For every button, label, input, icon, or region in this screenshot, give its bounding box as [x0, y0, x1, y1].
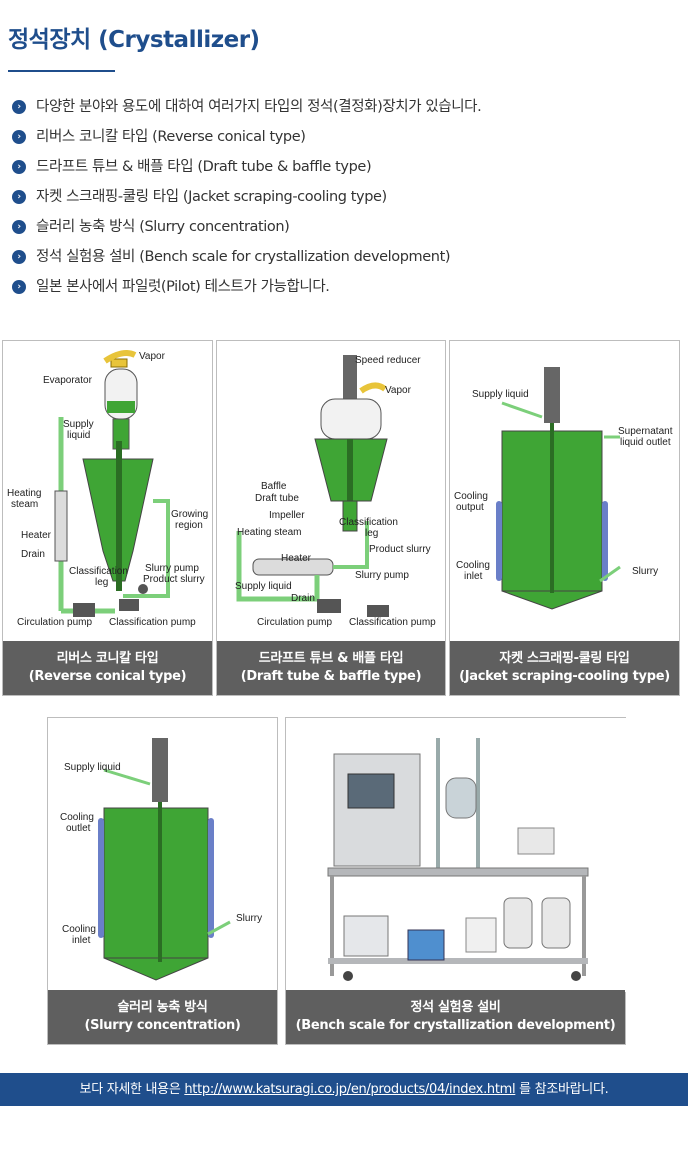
label-vapor: Vapor [385, 385, 412, 396]
label-product-slurry: Product slurry [369, 544, 431, 555]
card-caption: 슬러리 농축 방식 (Slurry concentration) [48, 990, 277, 1044]
label-draft-tube: Draft tube [255, 493, 299, 504]
list-item: ›다양한 분야와 용도에 대하여 여러가지 타입의 정석(결정화)장치가 있습니… [12, 96, 482, 126]
card-caption: 자켓 스크래핑-쿨링 타입 (Jacket scraping-cooling t… [450, 641, 679, 695]
card-slurry-concentration: Supply liquid Cooling outlet Cooling inl… [47, 717, 278, 1045]
label-cooling-outlet: Cooling [60, 812, 94, 823]
chevron-right-circle-icon: › [12, 190, 26, 204]
label-inlet: inlet [464, 571, 483, 582]
label-classification: Classification [339, 517, 398, 528]
label-product-slurry: Product slurry [143, 574, 205, 585]
label-cooling-inlet: Cooling [456, 560, 490, 571]
label-liquid: liquid [67, 430, 90, 441]
label-output: output [456, 502, 484, 513]
list-item: ›일본 본사에서 파일럿(Pilot) 테스트가 가능합니다. [12, 276, 481, 306]
chevron-right-circle-icon: › [12, 280, 26, 294]
label-classification-pump: Classification pump [109, 617, 196, 628]
label-circulation-pump: Circulation pump [17, 617, 92, 628]
title-underline [8, 70, 115, 72]
label-drain: Drain [291, 593, 315, 604]
label-growing: Growing [171, 509, 208, 520]
card-caption: 리버스 코니칼 타입 (Reverse conical type) [3, 641, 212, 695]
page-title: 정석장치 (Crystallizer) [8, 27, 260, 53]
card-bench-scale: 정석 실험용 설비 (Bench scale for crystallizati… [285, 717, 627, 1045]
jacket-scraping-cooling-diagram: Supply liquid Supernatant liquid outlet … [454, 367, 673, 610]
label-cooling-output: Cooling [454, 491, 488, 502]
label-heater: Heater [21, 530, 52, 541]
label-classification-pump: Classification pump [349, 617, 436, 628]
card-reverse-conical: Vapor Evaporator Supply liquid Heating s… [2, 340, 213, 696]
label-slurry-pump: Slurry pump [355, 570, 409, 581]
label-circulation-pump: Circulation pump [257, 617, 332, 628]
label-heater: Heater [281, 553, 312, 564]
label-slurry-pump: Slurry pump [145, 563, 199, 574]
label-impeller: Impeller [269, 510, 305, 521]
card-jacket-scraping-cooling: Supply liquid Supernatant liquid outlet … [449, 340, 680, 696]
label-supernatant: Supernatant [618, 426, 673, 437]
chevron-right-circle-icon: › [12, 160, 26, 174]
reverse-conical-diagram: Vapor Evaporator Supply liquid Heating s… [7, 350, 208, 628]
label-supply-liquid: Supply liquid [64, 762, 121, 773]
chevron-right-circle-icon: › [12, 220, 26, 234]
chevron-right-circle-icon: › [12, 100, 26, 114]
list-item: ›드라프트 튜브 & 배플 타입 (Draft tube & baffle ty… [12, 156, 481, 186]
label-leg: leg [365, 528, 378, 539]
label-region: region [175, 520, 203, 531]
label-supply-liquid: Supply liquid [472, 389, 529, 400]
label-heating-steam: Heating steam [237, 527, 301, 538]
label-slurry: Slurry [236, 913, 262, 924]
list-item: ›리버스 코니칼 타입 (Reverse conical type) [12, 126, 481, 156]
label-slurry: Slurry [632, 566, 658, 577]
label-drain: Drain [21, 549, 45, 560]
label-inlet: inlet [72, 935, 91, 946]
chevron-right-circle-icon: › [12, 130, 26, 144]
card-draft-tube-baffle: Speed reducer Vapor Baffle Draft tube Im… [216, 340, 446, 696]
label-vapor: Vapor [139, 351, 166, 362]
label-steam: steam [11, 499, 38, 510]
chevron-right-circle-icon: › [12, 250, 26, 264]
draft-tube-baffle-diagram: Speed reducer Vapor Baffle Draft tube Im… [235, 355, 436, 628]
bench-scale-equipment-photo [286, 718, 627, 992]
label-leg: leg [95, 577, 108, 588]
label-supply-liquid: Supply liquid [235, 581, 292, 592]
card-caption: 드라프트 튜브 & 배플 타입 (Draft tube & baffle typ… [217, 641, 445, 695]
label-outlet: outlet [66, 823, 91, 834]
product-link[interactable]: http://www.katsuragi.co.jp/en/products/0… [184, 1082, 516, 1097]
label-baffle: Baffle [261, 481, 287, 492]
label-heating: Heating [7, 488, 41, 499]
slurry-concentration-diagram: Supply liquid Cooling outlet Cooling inl… [60, 738, 262, 981]
card-caption: 정석 실험용 설비 (Bench scale for crystallizati… [286, 990, 625, 1044]
label-evaporator: Evaporator [43, 375, 93, 386]
label-classification: Classification [69, 566, 128, 577]
footer-banner: 보다 자세한 내용은 http://www.katsuragi.co.jp/en… [0, 1073, 688, 1106]
feature-list: ›다양한 분야와 용도에 대하여 여러가지 타입의 정석(결정화)장치가 있습니… [12, 96, 482, 306]
list-item: ›자켓 스크래핑-쿨링 타입 (Jacket scraping-cooling … [12, 186, 481, 216]
label-cooling-inlet: Cooling [62, 924, 96, 935]
label-speed-reducer: Speed reducer [355, 355, 421, 366]
label-liquid-outlet: liquid outlet [620, 437, 671, 448]
list-item: ›슬러리 농축 방식 (Slurry concentration) [12, 216, 481, 246]
label-supply: Supply [63, 419, 94, 430]
list-item: ›정석 실험용 설비 (Bench scale for crystallizat… [12, 246, 481, 276]
